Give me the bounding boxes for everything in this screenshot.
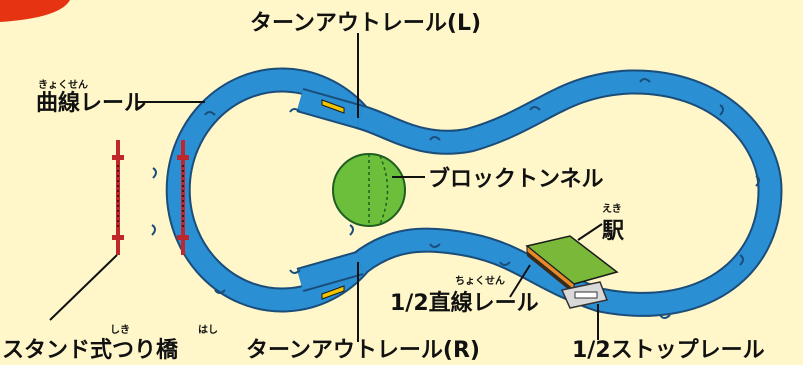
stop-rail-icon	[560, 281, 609, 309]
turnout-lever-icon	[321, 285, 345, 300]
leader-lines	[49, 33, 603, 342]
ruby-stand-bridge-1: しき	[110, 324, 130, 336]
label-turnout-l: ターンアウトレール(L)	[250, 11, 481, 36]
label-station: 駅	[602, 219, 624, 244]
ruby-station: えき	[602, 203, 622, 215]
corner-tab	[0, 0, 70, 22]
label-block-tunnel: ブロックトンネル	[428, 166, 604, 192]
bridge-icon	[112, 140, 189, 255]
label-turnout-r: ターンアウトレール(R)	[246, 338, 480, 363]
label-half-straight: 1/2直線レール	[390, 290, 539, 316]
station-icon	[525, 235, 619, 294]
label-half-stop: 1/2ストップレール	[572, 338, 765, 363]
ruby-half-straight: ちょくせん	[455, 275, 505, 287]
turnout-lever-icon	[321, 99, 345, 114]
label-stand-bridge: スタンド式つり橋	[2, 338, 179, 363]
track	[151, 67, 783, 319]
ruby-curve-rail: きょくせん	[38, 79, 88, 91]
tunnel-icon	[332, 153, 406, 227]
ruby-stand-bridge-2: はし	[198, 324, 218, 336]
label-curve-rail: 曲線レール	[36, 90, 146, 116]
